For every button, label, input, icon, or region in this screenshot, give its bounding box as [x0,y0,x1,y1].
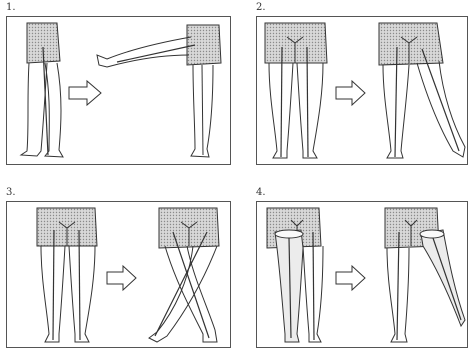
right-arrow-icon [336,266,365,290]
panel-1-hip-flexion [6,16,231,165]
figure-legs-crossed [149,208,219,342]
panel-number-4: 4. [256,188,266,198]
figure-standing-side [21,23,63,157]
panel-number-2: 2. [256,3,266,13]
figure-standing-front [37,208,97,342]
figure-prosthesis-abducted [385,208,465,342]
right-arrow-icon [107,266,136,290]
figure-with-prosthesis-front [267,208,323,342]
figure-leg-raised [97,25,221,157]
panel-4-prosthesis-abduction [256,201,468,348]
right-arrow-icon [69,81,101,105]
right-arrow-icon [336,81,365,105]
panel-number-3: 3. [6,188,16,198]
panel-number-1: 1. [6,3,16,13]
figure-standing-front [265,23,327,158]
figure-leg-abducted [379,23,465,158]
panel-3-hip-adduction [6,201,231,348]
panel-2-hip-abduction [256,16,468,165]
